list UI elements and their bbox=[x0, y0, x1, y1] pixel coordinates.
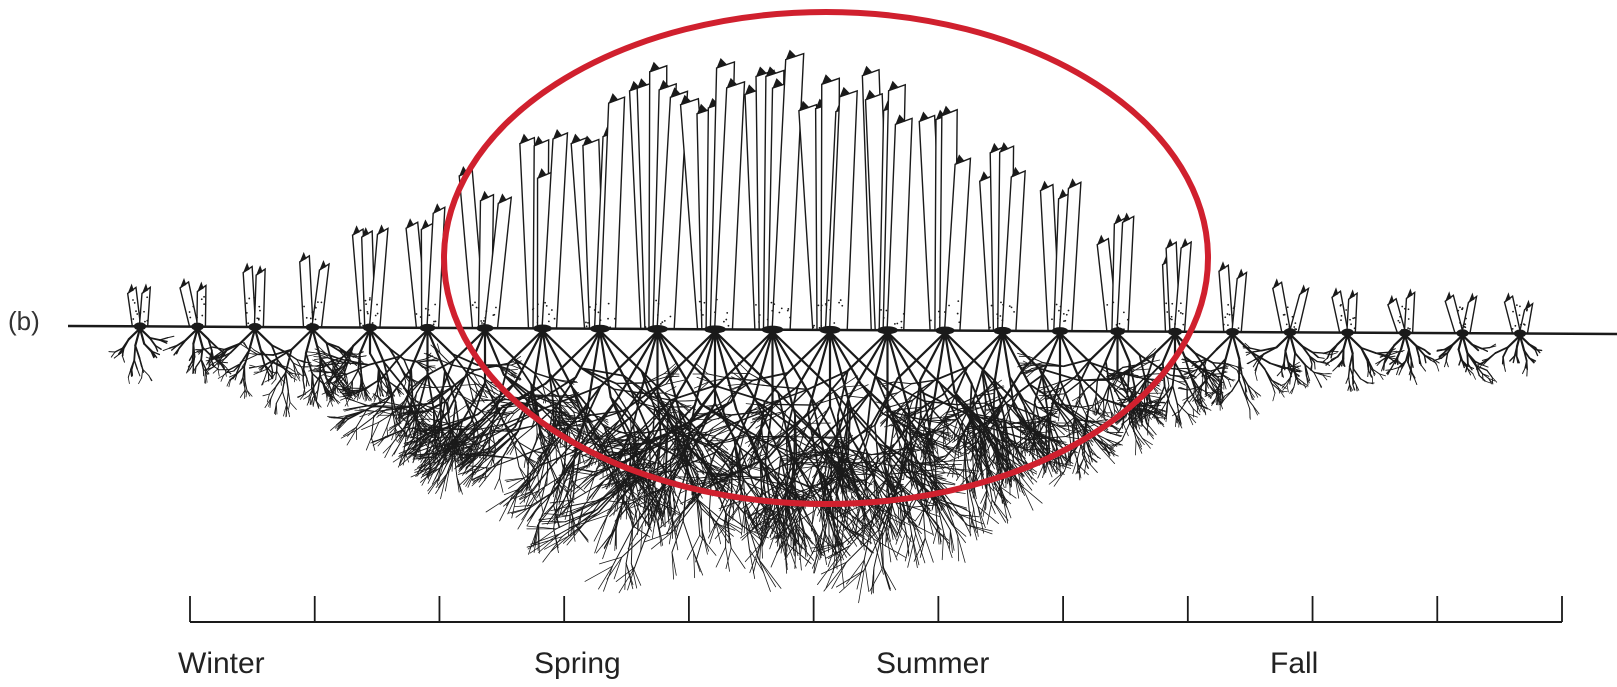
plant-root bbox=[1242, 333, 1339, 395]
plant-shoot bbox=[1161, 238, 1192, 336]
plant-shoot bbox=[798, 74, 858, 334]
plant-shoot bbox=[918, 105, 972, 335]
season-label-summer: Summer bbox=[876, 647, 990, 680]
plant-shoot bbox=[570, 93, 626, 333]
plant-shoot bbox=[1218, 261, 1248, 337]
plant-shoot bbox=[628, 61, 689, 334]
plant-shoot bbox=[1387, 288, 1416, 337]
plant-shoot bbox=[1444, 291, 1478, 338]
season-timeline bbox=[189, 596, 1563, 623]
plant-shoot bbox=[978, 142, 1026, 335]
plant-shoot bbox=[299, 251, 330, 332]
plant-root bbox=[1475, 334, 1543, 377]
soil-surface-line bbox=[67, 324, 1617, 336]
plant-shoot bbox=[126, 283, 152, 331]
panel-label: (b) bbox=[8, 306, 40, 336]
plant-shoot bbox=[519, 128, 569, 333]
season-label-winter: Winter bbox=[178, 647, 265, 680]
plant-root bbox=[1322, 333, 1405, 392]
plant-shoot bbox=[179, 277, 207, 331]
plant-root bbox=[108, 327, 175, 385]
plant-shoot bbox=[744, 49, 805, 334]
plant-shoot bbox=[458, 165, 513, 333]
plant-root bbox=[316, 328, 441, 441]
season-label-fall: Fall bbox=[1270, 647, 1319, 680]
plant-root bbox=[194, 327, 312, 399]
plant-shoot bbox=[1503, 292, 1534, 338]
highlight-ellipse bbox=[441, 9, 1211, 507]
plant-shoot bbox=[1039, 178, 1082, 336]
plant-shoot bbox=[351, 224, 389, 332]
plant-shoot bbox=[861, 65, 913, 335]
plant-shoot bbox=[679, 57, 746, 334]
plant-shoot bbox=[405, 203, 446, 332]
plant-root bbox=[943, 332, 1167, 487]
plant-shoot bbox=[1331, 287, 1358, 337]
season-label-spring: Spring bbox=[534, 647, 621, 680]
plant-shoot bbox=[1096, 212, 1135, 336]
root-systems bbox=[108, 327, 1543, 604]
plant-root bbox=[1434, 334, 1498, 385]
plant-shoots bbox=[126, 49, 1534, 338]
plant-shoot bbox=[1272, 278, 1310, 337]
plant-shoot bbox=[242, 262, 266, 331]
plant-root bbox=[1375, 333, 1440, 386]
